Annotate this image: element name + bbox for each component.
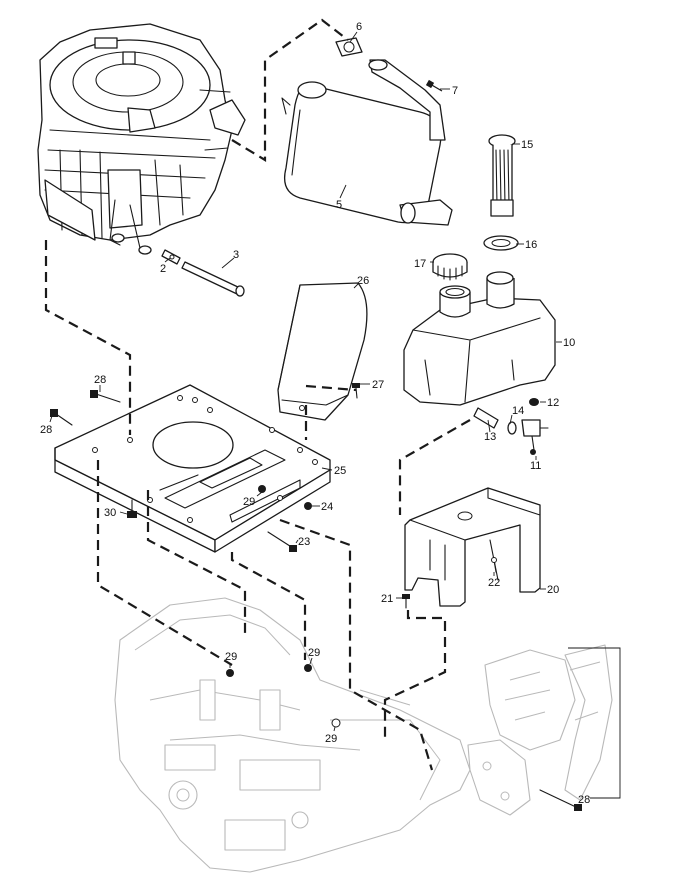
callout-13: 13	[484, 431, 496, 443]
callout-28-left: 28	[40, 424, 52, 436]
shield-screw	[352, 383, 360, 399]
callout-28-upper: 28	[94, 374, 106, 386]
callout-labels: 6 7 5 15 16 17 3 2 26 10 27 12 28 28 14 …	[40, 21, 590, 806]
callout-14: 14	[512, 405, 524, 417]
engine	[37, 23, 246, 255]
bracket-screw-22	[491, 557, 497, 573]
callout-25: 25	[334, 465, 346, 477]
callout-7: 7	[452, 85, 458, 97]
callout-26: 26	[357, 275, 369, 287]
bolt-28-frame	[539, 789, 582, 811]
callout-24: 24	[321, 501, 333, 513]
nut-29-frame-b	[304, 664, 312, 672]
exhaust-screw	[425, 79, 443, 92]
callout-29-frame-b: 29	[308, 647, 320, 659]
callout-29-plate: 29	[243, 496, 255, 508]
bolt-23	[267, 531, 297, 552]
callout-11: 11	[530, 460, 541, 472]
muffler	[281, 59, 453, 226]
heat-shield	[277, 282, 368, 421]
callout-30: 30	[104, 507, 116, 519]
callout-20: 20	[547, 584, 559, 596]
callout-21: 21	[381, 593, 393, 605]
engine-mount-plate	[54, 384, 331, 553]
bracket-screw-21	[402, 594, 410, 609]
callout-6: 6	[356, 21, 362, 33]
callout-27: 27	[372, 379, 384, 391]
tank-grommet	[529, 398, 539, 406]
callout-22: 22	[488, 577, 500, 589]
nut-29-plate	[258, 485, 266, 493]
tank-seal-ring	[483, 235, 519, 251]
callout-29-frame-c: 29	[325, 733, 337, 745]
tractor-frame	[114, 597, 613, 873]
bolt-28-left	[50, 409, 73, 426]
callout-12: 12	[547, 397, 559, 409]
gasket	[335, 37, 363, 57]
choke-rod	[181, 261, 245, 297]
alignment-lines	[44, 18, 471, 771]
callout-2: 2	[160, 263, 166, 275]
fuel-shutoff-valve	[521, 419, 549, 455]
callout-23: 23	[298, 536, 310, 548]
hose-clamp	[507, 421, 517, 435]
fuel-tank	[403, 271, 556, 406]
rod-fitting	[161, 249, 181, 265]
callout-28-frame: 28	[578, 794, 590, 806]
fuel-filter-tube	[488, 134, 516, 217]
fuel-cap	[432, 253, 468, 281]
bolt-30	[127, 499, 137, 518]
callout-15: 15	[521, 139, 533, 151]
callout-5: 5	[336, 199, 342, 211]
nut-29-frame-c	[331, 718, 341, 728]
bolt-28-upper	[90, 390, 121, 403]
callout-10: 10	[563, 337, 575, 349]
leader-lines	[49, 31, 562, 732]
callout-29-frame-a: 29	[225, 651, 237, 663]
fuel-tank-bracket	[404, 487, 541, 607]
nut-24	[304, 502, 312, 510]
callout-bracket	[568, 647, 621, 799]
fuel-line	[473, 407, 499, 429]
callout-3: 3	[233, 249, 239, 261]
nut-29-frame-a	[226, 669, 234, 677]
callout-16: 16	[525, 239, 537, 251]
callout-17: 17	[414, 258, 426, 270]
